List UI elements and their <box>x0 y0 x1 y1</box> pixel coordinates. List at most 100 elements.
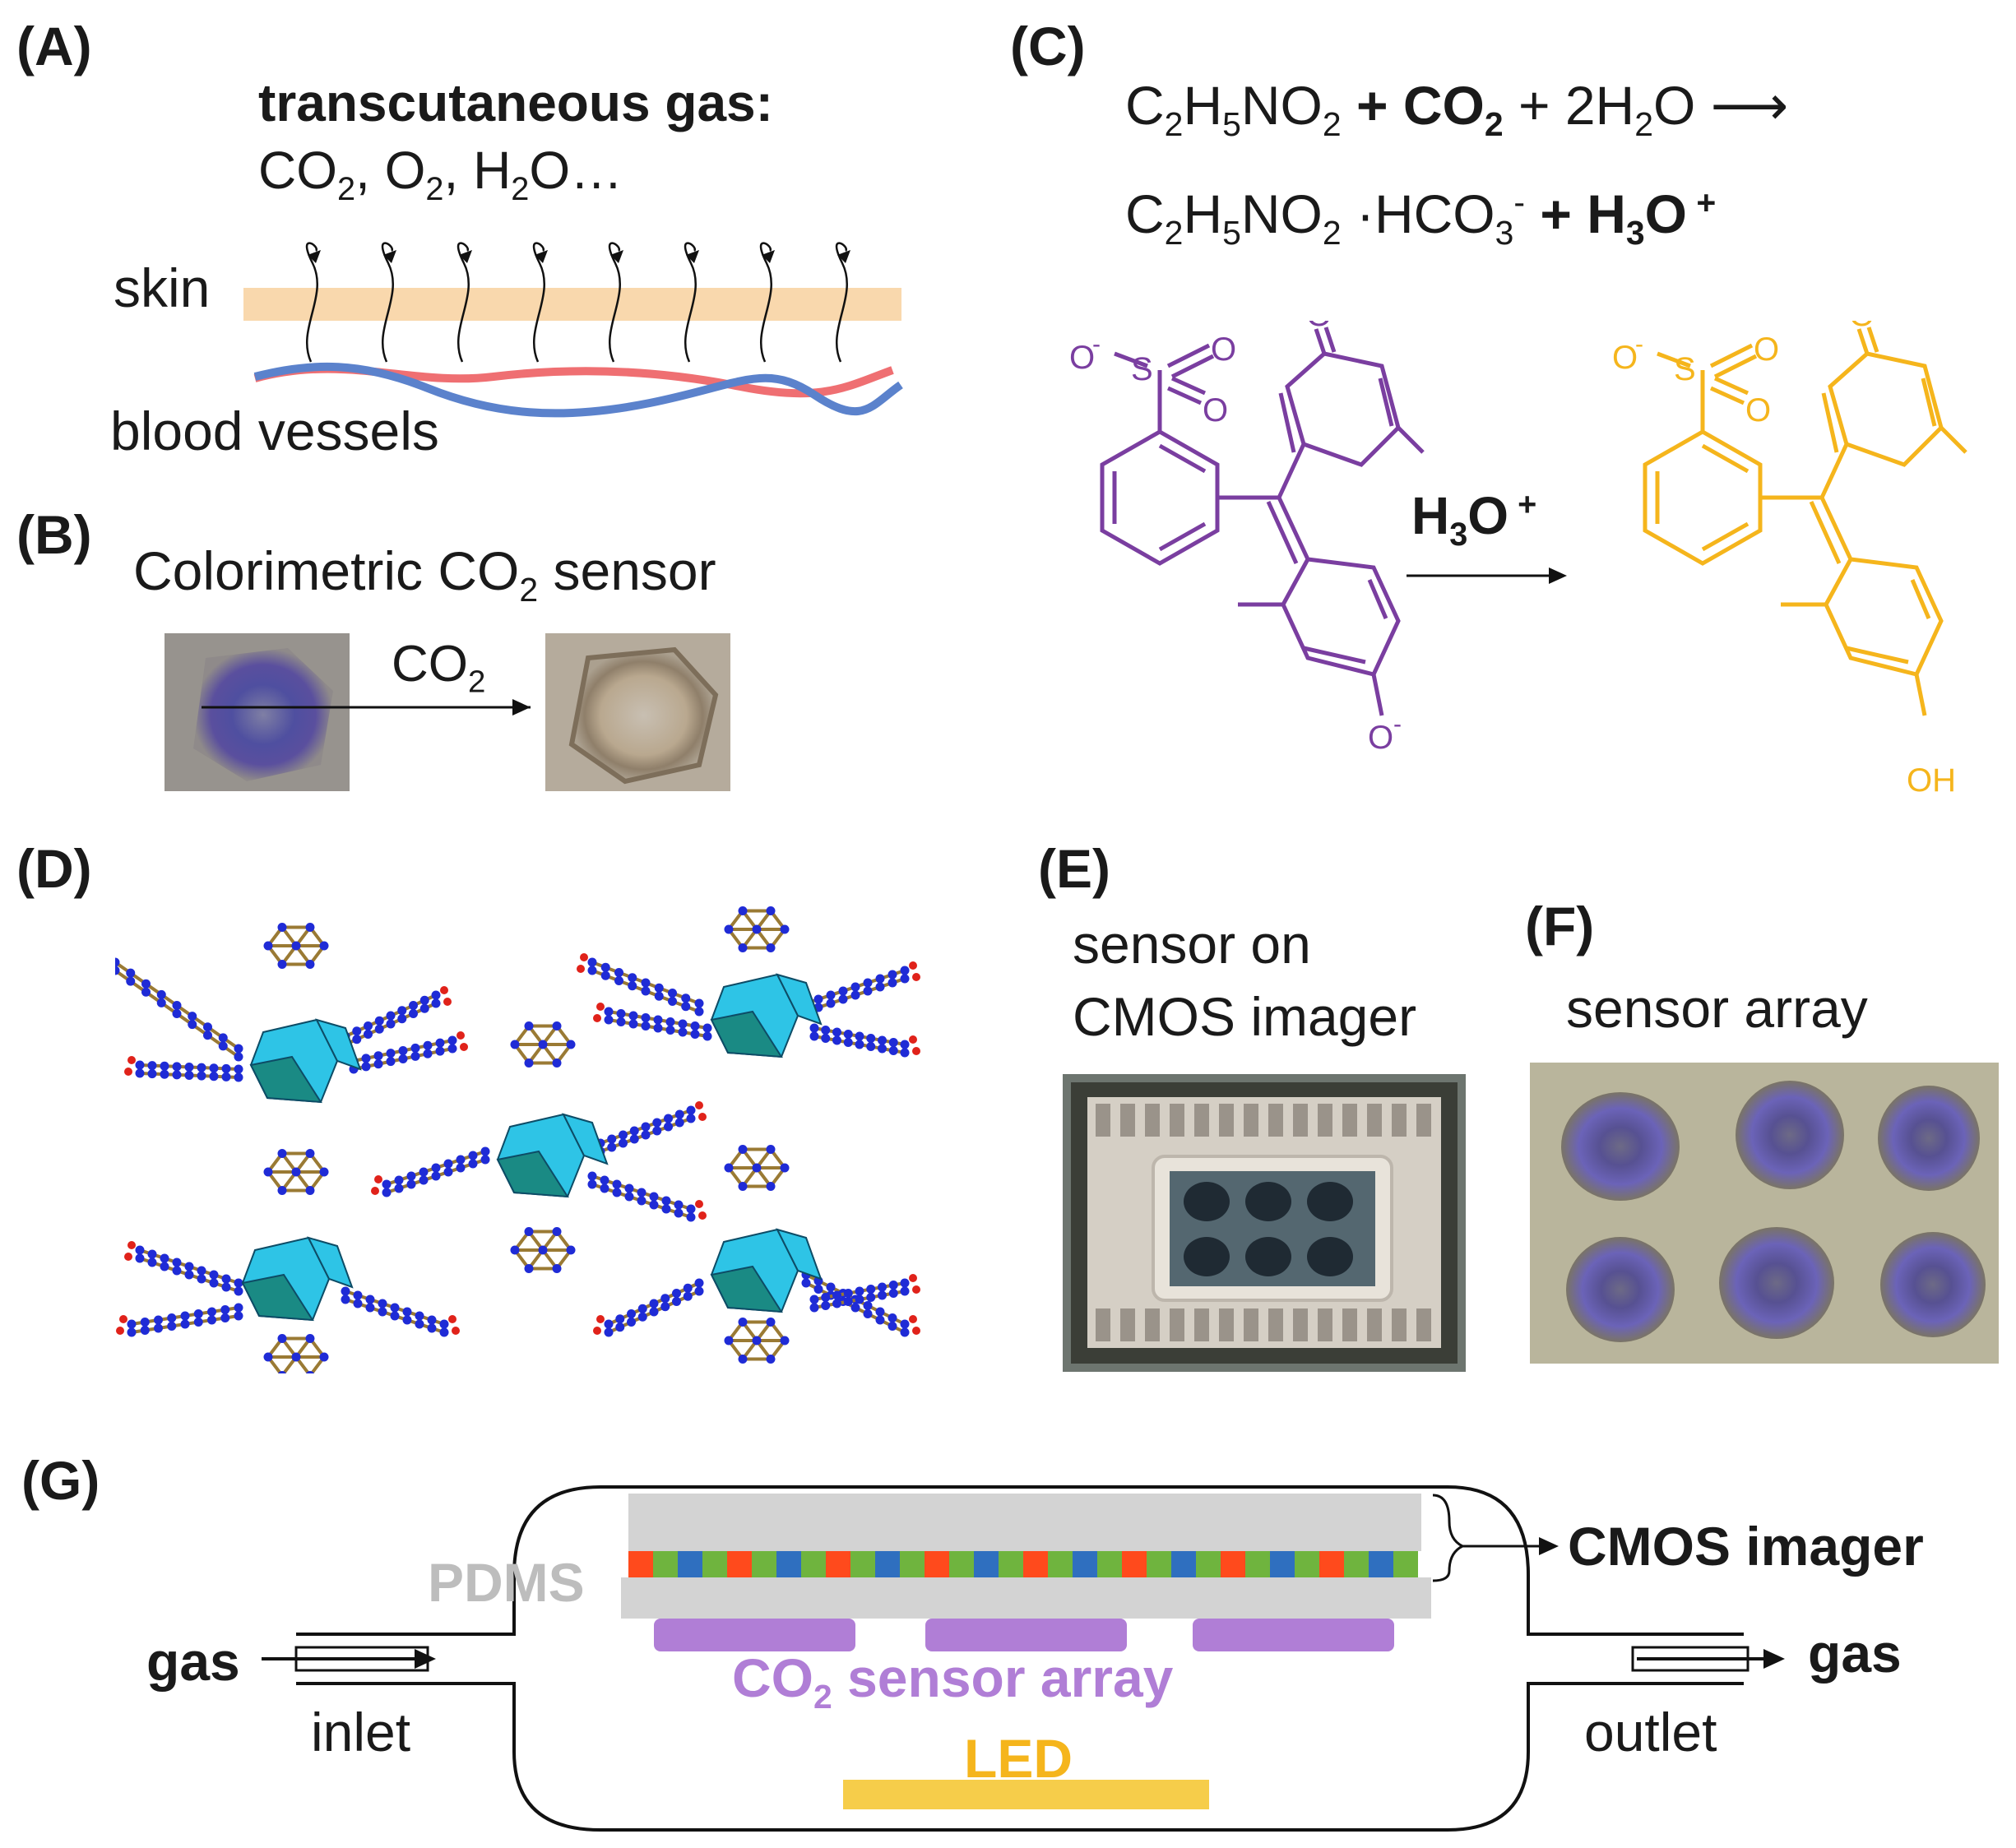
linker-atom <box>352 1035 362 1044</box>
panel-a-diagram <box>243 242 903 418</box>
sensor-before-spot <box>193 648 333 781</box>
linker-atom <box>641 1130 651 1140</box>
metal-polyhedron-back <box>776 973 823 1026</box>
purple-molecule <box>1100 327 1425 716</box>
linker-atom <box>686 1212 696 1222</box>
linker-atom <box>702 1023 712 1033</box>
linker-atom <box>641 1122 651 1132</box>
array-spot <box>1880 1232 1986 1337</box>
linker-atom <box>653 1023 663 1033</box>
linker-atom <box>156 998 166 1007</box>
linker-atom <box>126 976 136 986</box>
linker-atom <box>813 1285 823 1294</box>
pdms-layer <box>621 1577 1431 1619</box>
linker-atom <box>167 1313 177 1322</box>
linker-atom <box>394 1183 404 1193</box>
linker-atom <box>140 1326 150 1335</box>
linker-atom <box>390 1303 400 1313</box>
linker-atom <box>619 1138 628 1148</box>
filter-pixel <box>875 1551 900 1577</box>
linker-atom <box>172 1070 182 1080</box>
linker-atom <box>900 1327 910 1337</box>
purple-o-1: O <box>1211 331 1236 368</box>
bromocresol-reaction: S O O O - O O - S O O O - O <box>1069 321 1967 799</box>
linker-atom <box>220 1313 230 1322</box>
linker-atom <box>821 1026 831 1035</box>
cluster-atom <box>263 1352 273 1362</box>
linker-atom <box>207 1315 216 1325</box>
oxygen-atom <box>443 998 452 1006</box>
linker-atom <box>419 1167 429 1177</box>
linker-atom <box>127 1319 137 1329</box>
linker-atom <box>135 1060 145 1070</box>
svg-text:S: S <box>1674 351 1696 387</box>
cluster-atom <box>738 1355 748 1364</box>
linker-atom <box>419 1003 429 1013</box>
linker-atom <box>686 1105 696 1115</box>
linker-atom <box>875 974 885 984</box>
linker-atom <box>843 1289 853 1298</box>
linker-atom <box>875 1307 885 1317</box>
panel-b-title: Colorimetric CO2 sensor <box>133 540 716 609</box>
linker-atom <box>415 1319 424 1329</box>
purple-s: S <box>1131 351 1153 387</box>
linker-atom <box>364 1030 373 1039</box>
cluster-atom <box>305 1186 315 1196</box>
linker-atom <box>172 1001 182 1010</box>
linker-atom <box>615 1314 625 1324</box>
linker-atom <box>468 1151 478 1160</box>
filter-pixel <box>678 1551 702 1577</box>
cluster-atom <box>306 1371 314 1373</box>
flow-cell-diagram <box>262 1485 1785 1832</box>
linker-atom <box>410 1051 420 1061</box>
linker-atom <box>480 1146 490 1156</box>
cluster-atom <box>538 1245 548 1255</box>
linker-atom <box>855 1031 864 1041</box>
outlet-label: outlet <box>1584 1702 1717 1762</box>
linker-atom <box>628 973 637 983</box>
cluster-atom <box>305 1333 315 1343</box>
diffusion-arrows <box>305 242 848 363</box>
cluster-atom <box>724 924 734 934</box>
metal-polyhedron-back <box>307 1236 354 1289</box>
oxygen-atom <box>596 1003 605 1011</box>
linker-atom <box>365 1295 375 1304</box>
linker-atom <box>419 995 429 1005</box>
chamber-top-wall <box>296 1485 1744 1636</box>
linker-atom <box>341 1286 350 1296</box>
panel-a-gases: CO2, O2, H2O… <box>258 141 623 207</box>
cluster-atom <box>752 924 762 934</box>
cluster-atom <box>780 1336 790 1345</box>
oxygen-atom <box>596 1315 605 1323</box>
linker-atom <box>386 1011 396 1021</box>
metal-polyhedron-face <box>496 1150 569 1198</box>
linker-atom <box>619 1130 628 1140</box>
linker-atom <box>160 1061 169 1071</box>
linker-atom <box>665 1026 675 1035</box>
linker-atom <box>674 1118 684 1128</box>
oxygen-atom <box>909 961 917 970</box>
linker-atom <box>353 1299 363 1308</box>
inlet-label: inlet <box>311 1702 411 1762</box>
oxygen-atom <box>452 1327 460 1335</box>
linker-atom <box>888 978 897 988</box>
skin-layer <box>243 288 901 321</box>
linker-atom <box>878 1282 887 1292</box>
svg-text:O: O <box>1612 340 1638 376</box>
linker-atom <box>612 1188 622 1197</box>
linker-atom <box>607 1142 617 1152</box>
oxygen-atom <box>698 1113 707 1121</box>
cluster-atom <box>724 1336 734 1345</box>
yellow-molecule <box>1643 327 1967 716</box>
linker-atom <box>654 991 664 1001</box>
oxygen-atom <box>912 1327 920 1335</box>
linker-atom <box>649 1299 659 1308</box>
gas-out-label: gas <box>1808 1623 1902 1684</box>
linker-atom <box>850 1303 860 1313</box>
linker-atom <box>154 1323 163 1333</box>
linker-atom <box>855 1286 864 1296</box>
linker-atom <box>672 1289 681 1298</box>
linker-atom <box>456 1155 466 1165</box>
reaction-equation-2: C2H5NO2 ·HCO3- + H3O + <box>1125 183 1717 252</box>
filter-pixel <box>1196 1551 1221 1577</box>
